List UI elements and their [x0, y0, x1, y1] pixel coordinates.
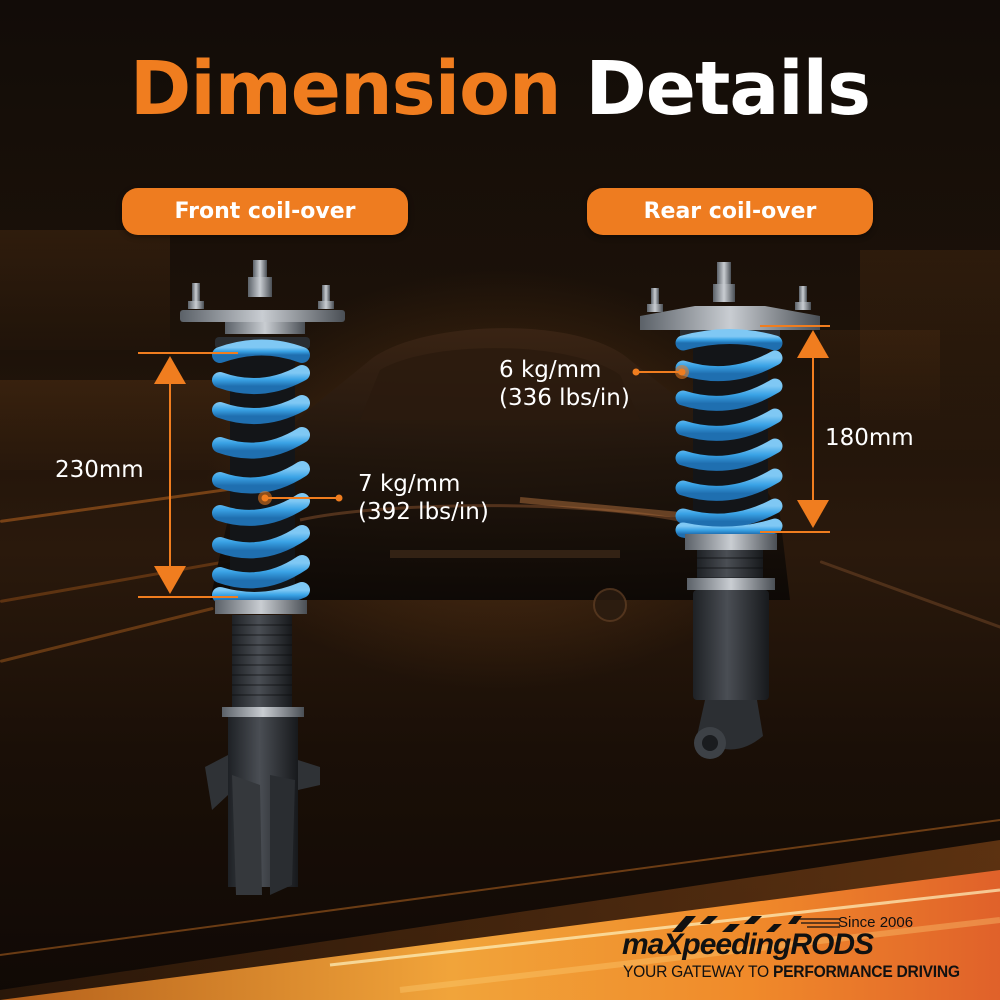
rear-spring-callout-line	[632, 365, 689, 379]
rear-height-label: 180mm	[825, 425, 914, 451]
background-building	[0, 230, 170, 350]
front-spring-rate-imperial: (392 lbs/in)	[358, 499, 489, 525]
rear-dimension-top-line	[760, 325, 830, 327]
front-height-label: 230mm	[55, 457, 144, 483]
tagline-bold: PERFORMANCE DRIVING	[772, 962, 960, 981]
car-silhouette	[210, 328, 790, 622]
background-building	[860, 250, 1000, 450]
front-dimension-top-line	[138, 352, 238, 354]
front-dimension-arrow	[154, 356, 186, 594]
title-part1: Dimension	[129, 46, 562, 132]
rear-coilover-badge: Rear coil-over	[587, 188, 873, 235]
rear-dimension-bottom-line	[760, 531, 830, 533]
light-streak	[819, 560, 1000, 632]
front-coilover-badge: Front coil-over	[122, 188, 408, 235]
rear-coilover-image	[640, 262, 820, 759]
background-building	[0, 380, 230, 470]
front-coilover-image	[180, 260, 345, 895]
front-spring-rate-metric: 7 kg/mm	[358, 471, 461, 497]
brand-tagline: YOUR GATEWAY TO PERFORMANCE DRIVING	[623, 962, 960, 982]
rear-dimension-arrow	[797, 330, 829, 528]
background-building	[820, 330, 940, 420]
tagline-light: YOUR GATEWAY TO	[623, 962, 773, 981]
front-spring-rate: 7 kg/mm (392 lbs/in)	[358, 470, 489, 526]
title-part2: Details	[585, 46, 871, 132]
rear-spring-rate-imperial: (336 lbs/in)	[499, 385, 630, 411]
speed-lines-icon	[795, 918, 840, 928]
checkered-flag-icon	[672, 916, 802, 932]
rear-spring-rate-metric: 6 kg/mm	[499, 357, 602, 383]
brand-since: Since 2006	[838, 914, 914, 931]
bottom-swoosh-band	[0, 819, 1000, 1000]
front-dimension-bottom-line	[138, 596, 238, 598]
rear-spring-rate: 6 kg/mm (336 lbs/in)	[499, 356, 630, 412]
page-title: Dimension Details	[0, 52, 1000, 126]
brand-name-part2: peedingRODS	[682, 928, 874, 961]
brand-name: maXpeedingRODS	[622, 928, 874, 962]
brand-name-part1: maX	[622, 928, 683, 961]
front-spring-callout-line	[258, 491, 343, 505]
